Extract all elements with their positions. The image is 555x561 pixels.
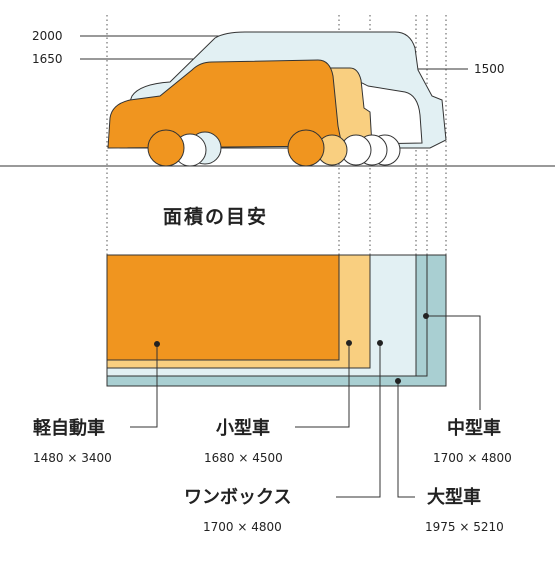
car-silhouettes (107, 31, 447, 149)
height-label-kei: 1650 (32, 52, 63, 66)
leader-dots (154, 313, 429, 384)
category-name-kei: 軽自動車 (33, 417, 105, 439)
category-dims-small: 1680 × 4500 (204, 451, 283, 465)
category-dims-medium: 1700 × 4800 (433, 451, 512, 465)
car-silhouette-kei (107, 59, 343, 149)
category-name-large: 大型車 (427, 486, 481, 508)
height-label-large: 2000 (32, 29, 63, 43)
footprints (106, 254, 447, 387)
wheels (147, 129, 401, 167)
leader-line-kei (130, 344, 158, 428)
leader-line-large (397, 381, 415, 498)
category-name-medium: 中型車 (447, 417, 501, 439)
leader-lines (130, 315, 481, 498)
category-dims-van: 1700 × 4800 (203, 520, 282, 534)
leader-dot-large (395, 378, 401, 384)
height-label-small: 1500 (474, 62, 505, 76)
leader-line-van (336, 343, 381, 498)
wheel-kei-front (287, 129, 325, 167)
footprint-kei (106, 254, 340, 361)
leader-line-medium (426, 315, 481, 410)
leader-dot-medium (423, 313, 429, 319)
category-dims-kei: 1480 × 3400 (33, 451, 112, 465)
leader-line-small (295, 343, 350, 428)
leader-dot-kei (154, 341, 160, 347)
category-dims-large: 1975 × 5210 (425, 520, 504, 534)
category-labels: 軽自動車 1480 × 3400 小型車 1680 × 4500 中型車 170… (33, 417, 512, 534)
wheel-kei-rear (147, 129, 185, 167)
leader-dot-small (346, 340, 352, 346)
category-name-van: ワンボックス (184, 487, 291, 508)
category-name-small: 小型車 (216, 417, 270, 439)
diagram-title: 面積の目安 (163, 205, 268, 228)
leader-dot-van (377, 340, 383, 346)
